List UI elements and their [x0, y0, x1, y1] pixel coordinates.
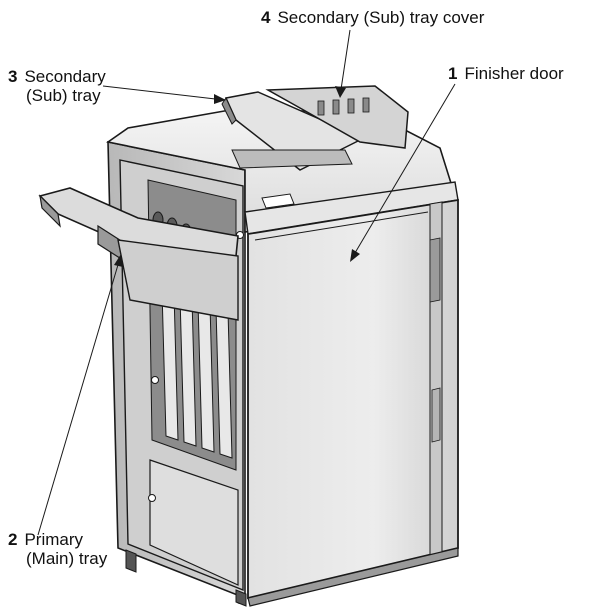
callout-label-line1: Primary — [24, 530, 84, 549]
callout-secondary-tray: 3 Secondary (Sub) tray — [8, 67, 106, 105]
callout-label: Secondary (Sub) tray cover — [277, 8, 485, 27]
callout-secondary-tray-cover: 4 Secondary (Sub) tray cover — [261, 8, 484, 27]
callout-number: 3 — [8, 67, 18, 86]
callout-label-line2: (Sub) tray — [26, 86, 101, 105]
callout-number: 4 — [261, 8, 271, 27]
finisher-door — [247, 198, 459, 600]
callout-primary-tray: 2 Primary (Main) tray — [8, 530, 107, 568]
callout-label-line2: (Main) tray — [26, 549, 108, 568]
callout-label-line1: Secondary — [24, 67, 106, 86]
callout-finisher-door: 1 Finisher door — [448, 64, 564, 83]
primary-tray — [38, 187, 239, 257]
leader-lines — [37, 29, 456, 536]
callout-number: 2 — [8, 530, 18, 549]
callout-number: 1 — [448, 64, 458, 83]
secondary-tray-cover — [265, 85, 409, 149]
callout-label: Finisher door — [464, 64, 564, 83]
